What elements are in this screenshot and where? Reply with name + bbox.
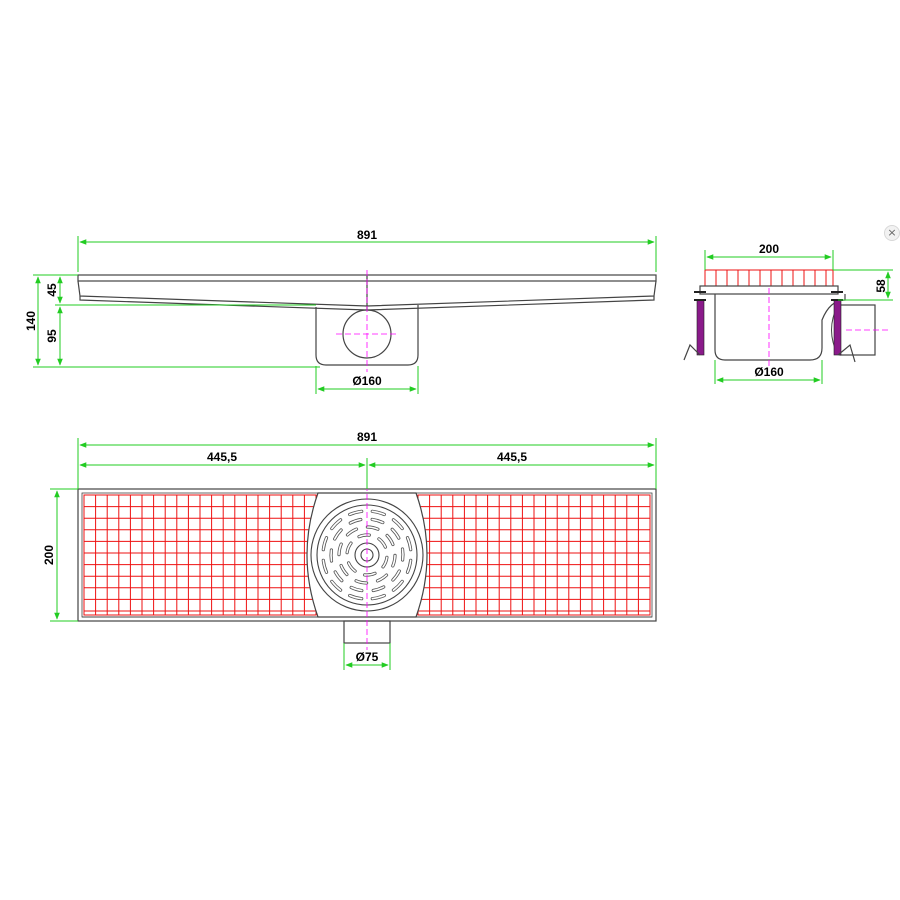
section-centerline: [768, 288, 890, 368]
close-icon[interactable]: ×: [884, 225, 900, 241]
section-grate: [704, 269, 834, 287]
section-width-label: 200: [759, 242, 779, 256]
section-anchor-right: [831, 291, 856, 363]
plan-drain-slots: [321, 509, 413, 601]
side-view-centerline: [336, 270, 398, 372]
plan-length-label: 891: [357, 430, 377, 444]
side-outlet-label: Ø160: [352, 374, 382, 388]
section-height-dimension: [833, 269, 893, 301]
plan-grate-left: [83, 494, 317, 616]
section-outlet-label: Ø160: [754, 365, 784, 379]
side-height-dimensions: [33, 274, 320, 368]
plan-width-dimension: [50, 488, 78, 622]
plan-grate-right: [417, 494, 651, 616]
section-height-label: 58: [874, 279, 888, 293]
side-outlet-dimension: [315, 366, 419, 394]
side-height-total-label: 140: [24, 311, 38, 331]
plan-outlet-dimension: [343, 643, 391, 670]
section-outlet-dimension: [714, 360, 823, 384]
section-width-dimension: [704, 250, 834, 270]
plan-length-dimension: [77, 438, 657, 489]
side-length-label: 891: [357, 228, 377, 242]
side-length-dimension: [77, 236, 657, 272]
section-anchor-left: [683, 291, 706, 361]
plan-half-left-label: 445,5: [207, 450, 237, 464]
side-height-body-label: 95: [45, 329, 59, 343]
plan-view: 891 445,5 445,5 200 Ø75: [42, 430, 657, 670]
plan-outlet-label: Ø75: [356, 650, 379, 664]
section-view: 200 58 Ø160: [683, 242, 893, 384]
side-height-top-label: 45: [45, 283, 59, 297]
section-body: [714, 294, 846, 361]
side-view: 891 140 45 95 Ø160: [24, 228, 657, 394]
plan-half-right-label: 445,5: [497, 450, 527, 464]
plan-width-label: 200: [42, 545, 56, 565]
